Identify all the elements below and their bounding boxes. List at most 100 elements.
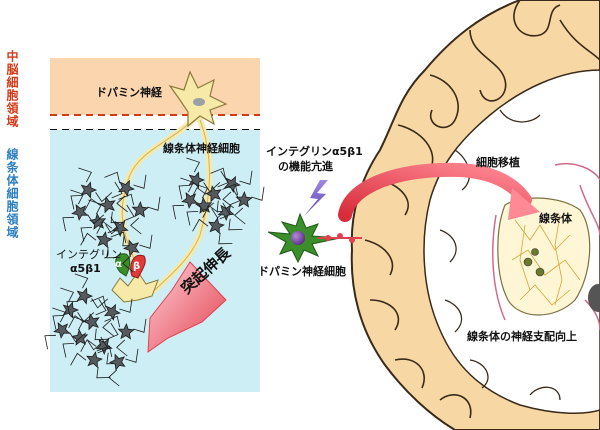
striatal-neuron <box>117 179 135 197</box>
striatal-dendrite <box>68 315 85 328</box>
striatal-dendrite <box>80 339 97 352</box>
striatal-dendrite <box>52 307 66 323</box>
striatal-neuron <box>76 287 94 305</box>
striatal-dendrite <box>180 177 194 193</box>
dopamine-neuron-icon <box>168 70 228 128</box>
growth-cone <box>111 271 159 303</box>
striatal-dendrite <box>228 218 243 231</box>
lightning-bolt-icon <box>304 180 328 216</box>
striatal-dendrite <box>74 273 89 289</box>
striatal-dendrite <box>222 183 239 196</box>
striatal-neuron <box>235 190 253 208</box>
midbrain-region-label: 中脳細胞領域 <box>5 50 19 128</box>
striatal-dendrite <box>239 170 253 185</box>
striatal-dendrite <box>234 207 246 225</box>
striatal-neuron <box>111 220 129 238</box>
striatal-dendrite <box>197 202 215 213</box>
striatal-dendrite <box>66 300 79 316</box>
striatal-dendrite <box>118 193 135 206</box>
striatal-dendrite <box>70 189 84 205</box>
striatal-dendrite <box>119 298 133 313</box>
striatal-dendrite <box>123 204 135 222</box>
striatal-dendrite <box>251 186 265 201</box>
striatal-dendrite <box>122 255 134 273</box>
alpha-symbol: α <box>115 259 122 270</box>
striatal-dendrite <box>111 181 123 199</box>
striatal-dendrite <box>107 322 119 340</box>
striatal-dendrite <box>44 334 57 350</box>
striatal-dendrite <box>202 205 219 218</box>
striatal-dendrite <box>219 202 231 220</box>
striatal-dendrite <box>110 211 125 224</box>
striatal-dendrite <box>104 171 121 184</box>
striatal-dendrite <box>88 199 102 215</box>
integrin-receptor-icon <box>115 253 146 279</box>
striatal-dendrite <box>178 185 191 200</box>
striatal-neuron <box>80 181 98 199</box>
striatal-dendrite <box>96 366 111 379</box>
striatal-dendrite <box>186 211 199 226</box>
striatal-dendrite <box>62 343 75 358</box>
beta-symbol: β <box>133 261 141 272</box>
striatal-neuron <box>181 192 199 209</box>
striatal-dendrite <box>78 167 92 183</box>
striatal-neuron <box>217 204 235 222</box>
striatal-neuron <box>98 196 116 214</box>
striatal-dendrite <box>70 352 87 366</box>
midbrain-region-box <box>50 58 260 115</box>
striatal-neuron <box>103 303 121 321</box>
striatal-dendrite <box>69 332 87 343</box>
dopamine-neuron-middle-icon <box>267 212 362 264</box>
striatal-neuron <box>108 353 126 371</box>
striatal-neuron <box>122 239 140 257</box>
striatal-dendrite <box>133 174 147 189</box>
striatal-dendrite <box>147 196 161 211</box>
striatal-dendrite <box>52 315 65 330</box>
striatal-nerve-cells-label: 線条体神経細胞 <box>163 142 240 155</box>
striatal-dendrite <box>133 318 147 333</box>
striatal-neuron <box>62 301 80 319</box>
dopamine-nerve-label: ドパミン神経 <box>96 86 162 99</box>
striatal-dendrite <box>186 157 200 173</box>
striatal-dendrite <box>60 287 74 303</box>
striatal-dendrite <box>104 315 121 328</box>
striatal-dendrite <box>107 216 119 234</box>
striatal-dendrite <box>108 369 120 387</box>
striatal-dendrite <box>62 216 75 232</box>
striatal-dendrite <box>106 246 121 259</box>
striatal-dendrite <box>116 339 128 357</box>
striatal-dendrite <box>97 336 109 354</box>
striatal-neuron-cluster-bottom <box>44 273 147 387</box>
striatal-neuron <box>96 231 113 249</box>
striatal-dendrite <box>116 195 128 213</box>
striatal-dendrite <box>102 319 114 337</box>
integrin-enhancement-line1: インテグリンα5β1 <box>266 145 363 158</box>
striatal-region-label: 線条体細胞領域 <box>5 148 19 239</box>
striatal-neuron <box>131 200 149 218</box>
striatal-dendrite <box>172 204 185 220</box>
striatal-dendrite <box>80 227 93 242</box>
striatal-dendrite <box>80 232 97 246</box>
striatal-dendrite <box>96 221 113 234</box>
striatal-neuron <box>117 322 135 340</box>
striatal-dendrite <box>130 217 142 235</box>
striatal-dendrite <box>192 218 209 232</box>
integrin-subtype-label: α5β1 <box>70 262 101 275</box>
striatal-dendrite <box>218 232 233 245</box>
striatal-dendrite <box>203 182 221 193</box>
striatal-dendrite <box>70 315 84 331</box>
striatal-dendrite <box>70 195 83 210</box>
integrin-label: インテグリン <box>56 248 122 261</box>
striatal-dendrite <box>194 183 208 199</box>
dopamine-neuron-label: ドパミン神経細胞 <box>258 265 346 278</box>
striatal-dendrite <box>110 231 127 244</box>
brain-section-icon <box>350 0 600 430</box>
striatum-label: 線条体 <box>539 212 572 225</box>
striatal-innervation-label: 線条体の神経支配向上 <box>467 330 577 343</box>
striatal-dendrite <box>95 298 107 316</box>
striatal-dendrite <box>90 295 107 308</box>
striatal-neuron-cluster-right <box>172 157 265 245</box>
striatal-dendrite <box>96 345 113 358</box>
